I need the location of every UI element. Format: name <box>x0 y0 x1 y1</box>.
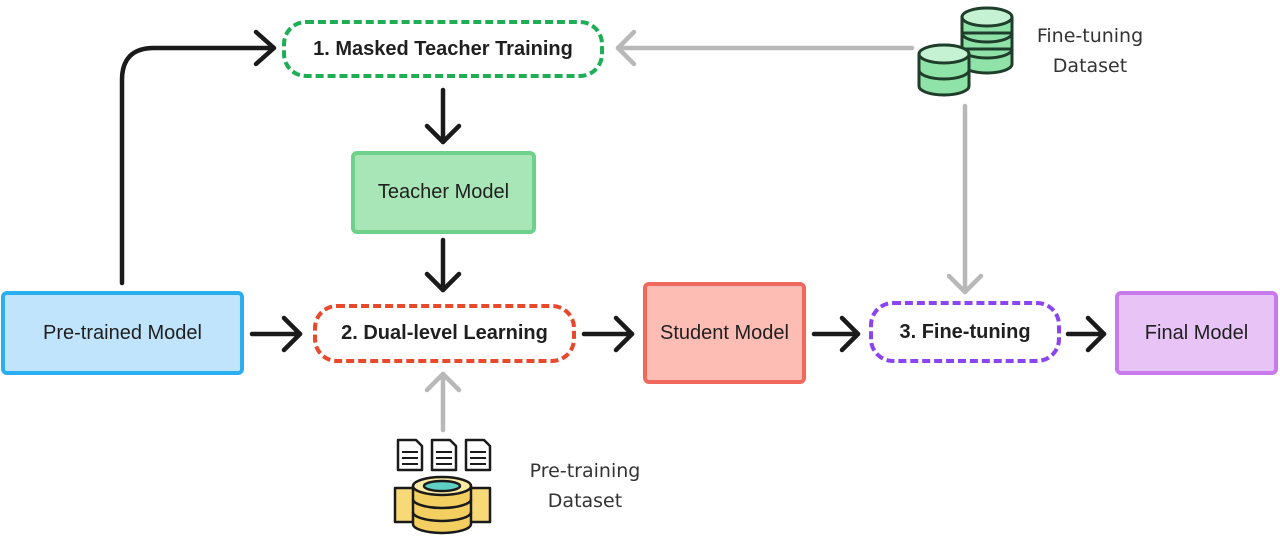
arrowhead-masked-to-teacher <box>424 123 462 145</box>
documents-server-icon <box>393 438 492 535</box>
pre-training-dataset-line2: Dataset <box>547 490 623 512</box>
arrow-pretrained-to-masked <box>119 45 273 286</box>
teacher-model-node: Teacher Model <box>351 151 536 234</box>
teacher-model-label: Teacher Model <box>377 181 510 203</box>
arrowhead-teacher-to-dual <box>424 271 462 293</box>
dual-level-learning-node: 2. Dual-level Learning <box>313 304 576 363</box>
masked-teacher-training-label: 1. Masked Teacher Training <box>313 37 573 60</box>
arrowhead-ftdata-to-masked <box>615 29 637 67</box>
dual-level-learning-label: 2. Dual-level Learning <box>341 322 548 344</box>
pre-training-dataset-line1: Pre-training <box>529 460 641 482</box>
pre-training-dataset-label: Pre-training Dataset <box>515 456 655 516</box>
masked-teacher-training-node: 1. Masked Teacher Training <box>282 20 604 78</box>
fine-tuning-dataset-line2: Dataset <box>1052 55 1128 77</box>
arrowhead-student-to-finetune <box>839 315 861 353</box>
final-model-node: Final Model <box>1115 291 1278 375</box>
arrowhead-ftdata-to-finetune <box>946 273 984 295</box>
pretrained-model-label: Pre-trained Model <box>43 321 202 344</box>
arrowhead-dual-to-student <box>613 315 635 353</box>
database-stack-icon <box>917 6 1014 97</box>
arrowhead-finetune-to-final <box>1085 315 1107 353</box>
fine-tuning-label: 3. Fine-tuning <box>899 320 1031 343</box>
student-model-node: Student Model <box>643 282 806 384</box>
student-model-label: Student Model <box>660 321 789 344</box>
pretrained-model-node: Pre-trained Model <box>1 291 244 375</box>
arrowhead-pretrained-to-masked <box>253 29 277 67</box>
fine-tuning-dataset-line1: Fine-tuning <box>1036 25 1144 47</box>
fine-tuning-dataset-label: Fine-tuning Dataset <box>1022 21 1158 81</box>
final-model-label: Final Model <box>1144 321 1249 344</box>
arrowhead-ptdata-to-dual <box>424 371 462 393</box>
arrowhead-pretrained-to-dual <box>281 315 303 353</box>
fine-tuning-node: 3. Fine-tuning <box>869 301 1061 363</box>
